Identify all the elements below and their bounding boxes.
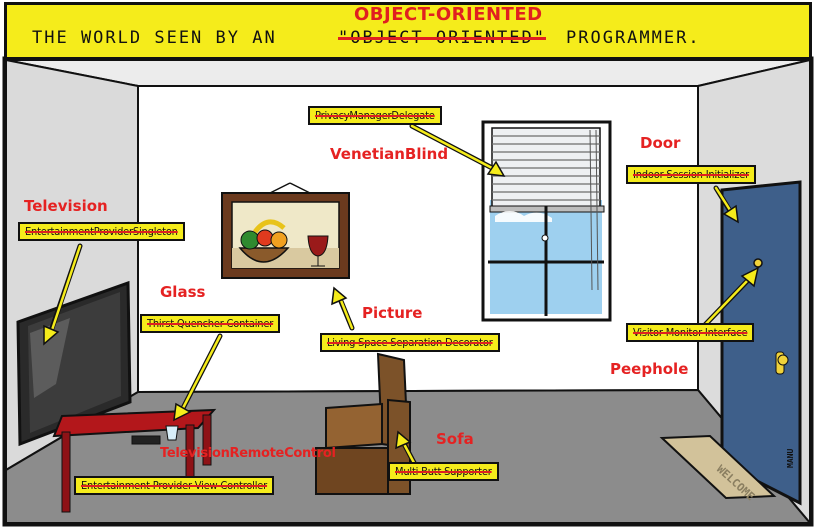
door: [720, 180, 802, 506]
title-prefix: THE WORLD SEEN BY AN: [32, 28, 277, 48]
door-class-name: Door: [640, 134, 681, 152]
glass-class-name: Glass: [160, 283, 206, 301]
television-tag: EntertainmentProviderSingleton: [18, 222, 185, 241]
remote-tag: Entertainment Provider View Controller: [74, 476, 275, 495]
title-banner: [4, 2, 812, 60]
glass: [165, 425, 179, 441]
title-struck-phrase: "OBJECT ORIENTED": [338, 28, 546, 48]
fruit-bowl: [238, 247, 290, 263]
remote-control: [131, 435, 161, 445]
television-glare: [30, 318, 70, 398]
sofa-seat: [325, 402, 383, 450]
glass-tag: Thirst Quencher Container: [140, 314, 281, 333]
artist-signature: MANU: [786, 448, 795, 468]
television-class-name: Television: [24, 197, 108, 215]
blind-tag: PrivacyManagerDelegate: [308, 106, 442, 125]
blind-slats: [492, 135, 600, 201]
peephole-tag: Visitor Monitor Interface: [626, 323, 755, 342]
sofa-class-name: Sofa: [436, 430, 474, 448]
title-suffix: PROGRAMMER.: [566, 28, 701, 48]
doormat: [659, 434, 777, 500]
peephole: [753, 258, 763, 268]
remote-class-name: TelevisionRemoteControl: [160, 446, 336, 461]
ceiling: [5, 59, 811, 87]
title-correction: OBJECT-ORIENTED: [354, 4, 543, 25]
peephole-class-name: Peephole: [610, 360, 689, 378]
picture-tag: Living Space Separation Decorator: [320, 333, 500, 352]
blind-class-name: VenetianBlind: [330, 145, 449, 163]
sofa-tag: Multi Butt Supporter: [388, 462, 499, 481]
picture-class-name: Picture: [362, 304, 423, 322]
door-tag: Indoor Session Initializer: [626, 165, 756, 184]
